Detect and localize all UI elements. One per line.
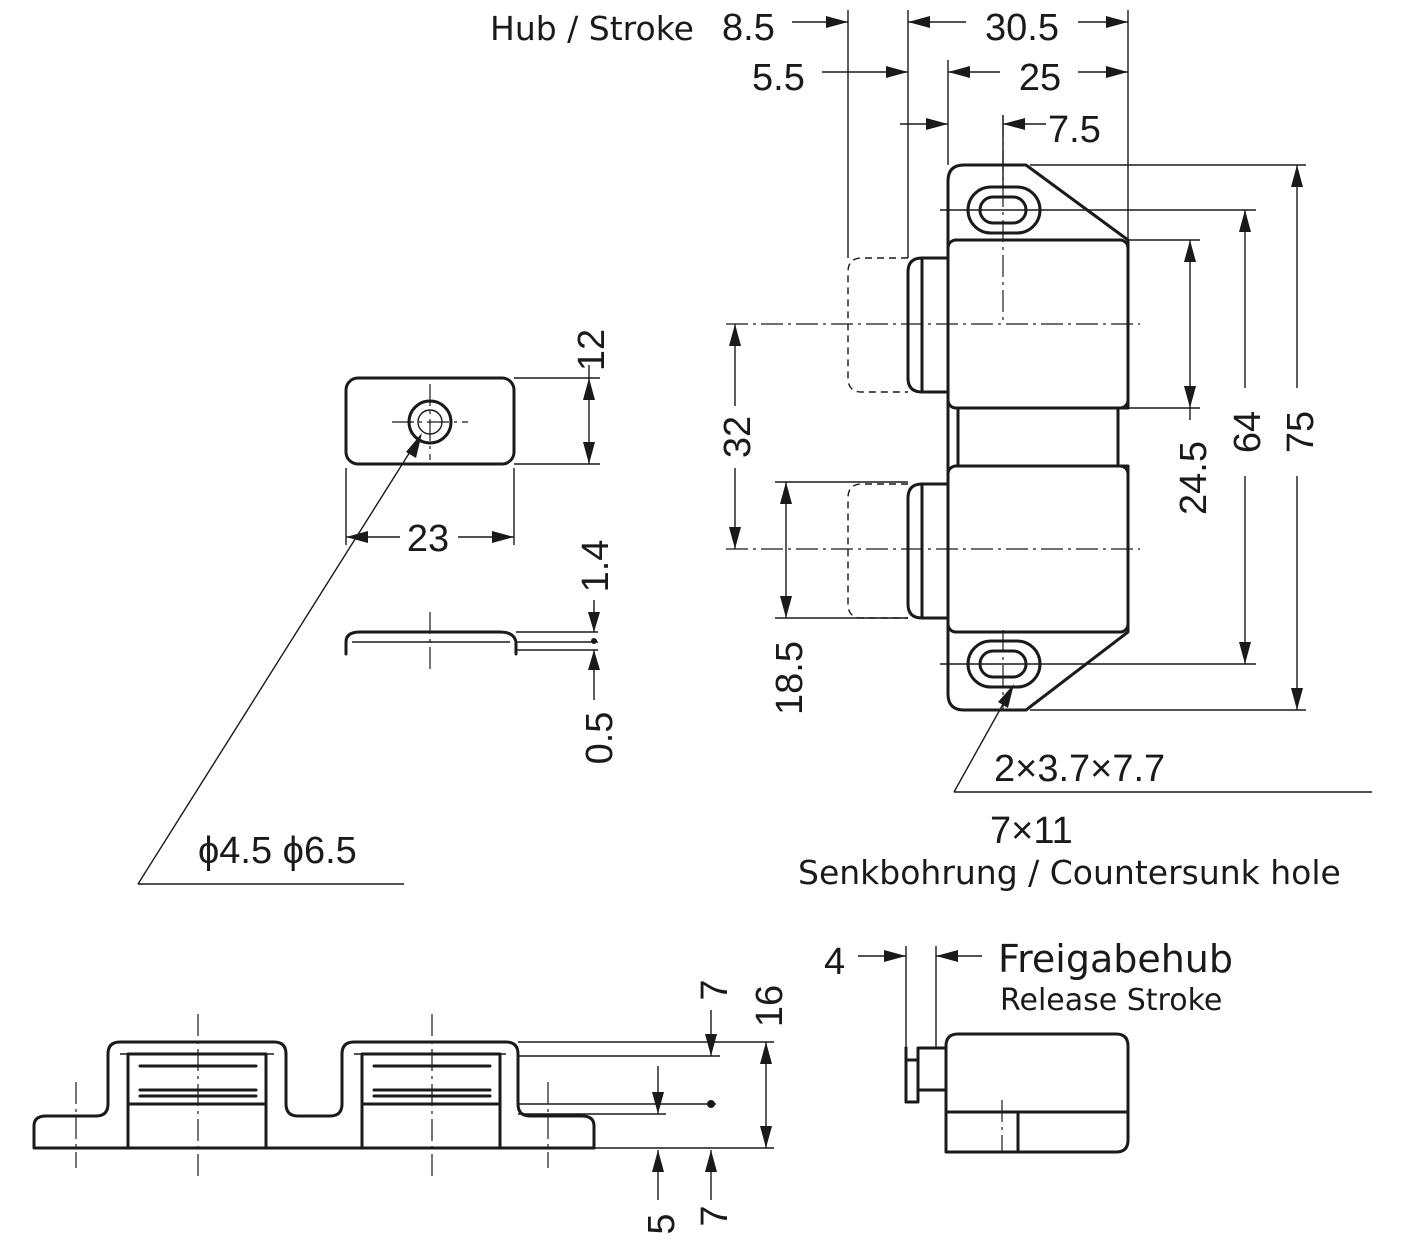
countersink-spec: 7×11 (990, 810, 1073, 852)
dim-text-0-5: 0.5 (579, 712, 621, 765)
dim-overall-length: 75 (1030, 164, 1322, 711)
dim-plate-height: 12 (571, 329, 613, 464)
dim-side-heights: 16 7 7 5 (641, 979, 791, 1234)
dim-text-75: 75 (1280, 411, 1322, 453)
dim-text-16: 16 (749, 985, 791, 1027)
hole-spec: 2×3.7×7.7 (994, 748, 1165, 790)
dim-offset-row: 5.5 25 (752, 57, 1128, 99)
dim-text-12: 12 (571, 329, 613, 371)
release-label-de: Freigabehub (998, 937, 1233, 981)
dim-hole-pitch: 64 (1227, 210, 1269, 664)
dim-hole-offset: 7.5 (900, 109, 1101, 151)
dim-pitch: 32 (717, 324, 759, 549)
dim-text-30-5: 30.5 (985, 7, 1059, 49)
dim-text-5-5: 5.5 (752, 57, 805, 99)
dim-text-24-5: 24.5 (1173, 441, 1215, 515)
dim-text-23: 23 (407, 518, 449, 560)
striker-plate-side-view (344, 612, 598, 672)
latch-side-view (32, 1014, 774, 1178)
dim-text-bottom-7: 7 (694, 1205, 736, 1226)
top-extension-lines (847, 10, 1129, 258)
dim-text-8-5: 8.5 (722, 7, 775, 49)
dim-pin-height: 18.5 (769, 481, 908, 715)
dim-block-height: 24.5 (1128, 239, 1215, 515)
release-label-en: Release Stroke (1000, 983, 1222, 1018)
dim-plate-thickness: 1.4 0.5 (575, 540, 621, 765)
striker-plate-top-view (344, 376, 600, 545)
latch-front-view (726, 115, 1256, 712)
dim-text-4: 4 (824, 941, 845, 983)
dim-text-18-5: 18.5 (769, 641, 811, 715)
release-stroke-view: 4 Freigabehub Release Stroke (824, 937, 1233, 1154)
leader-plate-holes: ϕ4.5 ϕ6.5 (137, 433, 422, 885)
leader-countersunk: 2×3.7×7.7 7×11 Senkbohrung / Countersunk… (798, 684, 1372, 892)
hub-stroke-label: Hub / Stroke (490, 9, 694, 48)
dim-stroke-row: Hub / Stroke 8.5 30.5 (490, 7, 1128, 49)
dim-text-64: 64 (1227, 411, 1269, 453)
dim-text-25: 25 (1019, 57, 1061, 99)
dim-text-7-5: 7.5 (1048, 109, 1101, 151)
dim-text-top-7: 7 (694, 979, 736, 1000)
countersunk-label: Senkbohrung / Countersunk hole (798, 853, 1341, 892)
dim-text-32: 32 (717, 416, 759, 458)
plate-hole-spec: ϕ4.5 ϕ6.5 (198, 830, 357, 872)
dim-plate-width: 23 (346, 518, 514, 560)
dim-text-1-4: 1.4 (575, 540, 617, 593)
dim-text-5: 5 (641, 1213, 683, 1234)
